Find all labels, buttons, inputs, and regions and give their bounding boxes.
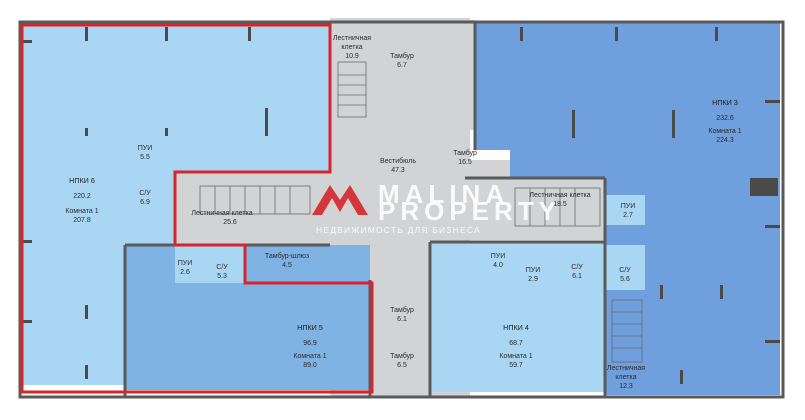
svg-text:С/У: С/У [139,190,151,197]
common-area [175,18,605,398]
svg-text:Лестничная клетка: Лестничная клетка [191,210,252,217]
svg-text:5.6: 5.6 [620,276,630,283]
svg-text:2.6: 2.6 [180,269,190,276]
svg-text:18.5: 18.5 [553,201,567,208]
svg-text:6.5: 6.5 [397,362,407,369]
svg-text:С/У: С/У [216,264,228,271]
svg-text:10.9: 10.9 [345,53,359,60]
svg-text:6.7: 6.7 [397,62,407,69]
svg-text:Вестибюль: Вестибюль [380,157,416,165]
svg-text:Лестничная: Лестничная [607,365,645,372]
svg-text:68.7: 68.7 [509,340,523,347]
npki6-labels: НПКИ 6 220.2 Комната 1 207.8 ПУИ 5.5 С/У… [65,145,152,224]
svg-text:ПУИ: ПУИ [491,253,506,260]
svg-text:224.3: 224.3 [716,137,734,144]
unit-npki3[interactable] [475,22,780,395]
svg-text:PROPERTY: PROPERTY [378,196,561,226]
svg-text:6.1: 6.1 [572,273,582,280]
svg-text:5.5: 5.5 [140,154,150,161]
svg-text:47.3: 47.3 [391,167,405,174]
watermark: MALINA PROPERTY НЕДВИЖИМОСТЬ ДЛЯ БИЗНЕСА [312,179,561,235]
svg-text:С/У: С/У [571,264,583,271]
svg-text:Комната 1: Комната 1 [293,353,326,360]
npki5-labels: НПКИ 5 96.9 Комната 1 89.0 ПУИ 2.6 С/У 5… [178,260,327,369]
svg-text:6.9: 6.9 [140,199,150,206]
columns [22,27,780,384]
svg-text:клетка: клетка [615,374,636,381]
svg-text:Лестничная: Лестничная [333,35,371,42]
npki4-labels: НПКИ 4 68.7 Комната 1 59.7 ПУИ 2.9 С/У 6… [499,264,583,369]
svg-text:ПУИ: ПУИ [526,267,541,274]
walls [18,20,785,399]
highlight-outline [20,23,374,394]
svg-text:96.9: 96.9 [303,340,317,347]
npki3-labels: НПКИ 3 232.6 Комната 1 224.3 ПУИ 2.7 С/У… [619,98,741,283]
svg-text:Тамбур: Тамбур [390,52,414,60]
svg-text:5.3: 5.3 [217,273,227,280]
svg-text:59.7: 59.7 [509,362,523,369]
svg-text:ПУИ: ПУИ [138,145,153,152]
svg-text:25.6: 25.6 [223,219,237,226]
svg-text:220.2: 220.2 [73,193,91,200]
svg-text:ПУИ: ПУИ [178,260,193,267]
svg-text:232.6: 232.6 [716,115,734,122]
svg-text:Тамбур-шлюз: Тамбур-шлюз [265,252,309,260]
svg-text:НЕДВИЖИМОСТЬ ДЛЯ БИЗНЕСА: НЕДВИЖИМОСТЬ ДЛЯ БИЗНЕСА [316,225,481,235]
unit-npki6[interactable] [22,25,330,385]
common-labels: Лестничная клетка 10.9 Тамбур 6.7 Вестиб… [191,35,645,390]
svg-text:НПКИ 4: НПКИ 4 [503,323,529,332]
svg-text:Комната 1: Комната 1 [65,208,98,215]
svg-text:Тамбур: Тамбур [453,149,477,157]
svg-text:ПУИ: ПУИ [621,203,636,210]
svg-text:Тамбур: Тамбур [390,306,414,314]
svg-text:Комната 1: Комната 1 [708,128,741,135]
svg-text:НПКИ 5: НПКИ 5 [297,323,323,332]
svg-text:16.5: 16.5 [458,159,472,166]
svg-text:НПКИ 6: НПКИ 6 [69,176,95,185]
unit-npki5[interactable] [125,245,370,390]
svg-text:4.0: 4.0 [493,262,503,269]
logo-mark-icon [312,185,368,215]
svg-text:Тамбур: Тамбур [390,352,414,360]
svg-text:MALINA: MALINA [378,179,509,209]
svg-text:Лестничная клетка: Лестничная клетка [529,192,590,199]
svg-text:12.3: 12.3 [619,383,633,390]
unit-npki4[interactable] [430,242,605,392]
stairs [199,61,643,363]
svg-text:207.8: 207.8 [73,217,91,224]
svg-text:89.0: 89.0 [303,362,317,369]
svg-text:2.7: 2.7 [623,212,633,219]
svg-text:4.5: 4.5 [282,262,292,269]
svg-text:С/У: С/У [619,267,631,274]
svg-text:Комната 1: Комната 1 [499,353,532,360]
svg-text:НПКИ 3: НПКИ 3 [712,98,738,107]
svg-text:клетка: клетка [341,44,362,51]
svg-text:6.1: 6.1 [397,316,407,323]
svg-text:2.9: 2.9 [528,276,538,283]
